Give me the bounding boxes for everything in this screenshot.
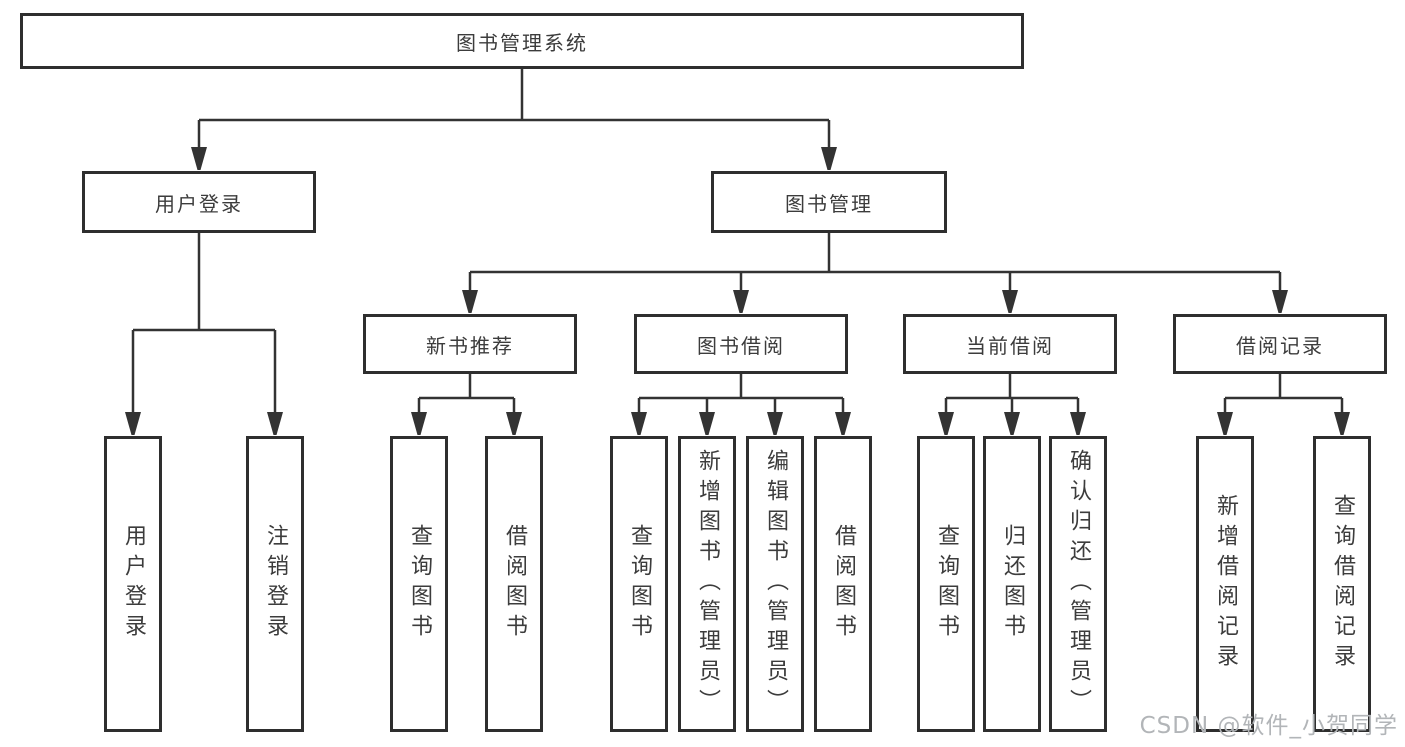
node-label: 用户登录 bbox=[155, 191, 243, 216]
node-leaf-logout: 注销登录 bbox=[246, 436, 304, 732]
node-book-borrowing: 图书借阅 bbox=[634, 314, 848, 374]
node-borrow-records: 借阅记录 bbox=[1173, 314, 1387, 374]
node-label: 新书推荐 bbox=[426, 333, 514, 358]
node-label: 编辑图书（管理员） bbox=[763, 449, 788, 719]
node-label: 查询借阅记录 bbox=[1330, 494, 1355, 674]
node-leaf-query-books-current: 查询图书 bbox=[917, 436, 975, 732]
node-label: 查询图书 bbox=[934, 524, 959, 644]
node-leaf-borrow-books-recommend: 借阅图书 bbox=[485, 436, 543, 732]
node-label: 查询图书 bbox=[407, 524, 432, 644]
node-root-library-system: 图书管理系统 bbox=[20, 13, 1024, 69]
node-leaf-query-books-recommend: 查询图书 bbox=[390, 436, 448, 732]
node-book-management: 图书管理 bbox=[711, 171, 947, 233]
node-leaf-user-login: 用户登录 bbox=[104, 436, 162, 732]
node-leaf-query-books-borrowing: 查询图书 bbox=[610, 436, 668, 732]
node-leaf-edit-books-admin: 编辑图书（管理员） bbox=[746, 436, 804, 732]
node-label: 注销登录 bbox=[263, 524, 288, 644]
node-leaf-confirm-return-admin: 确认归还（管理员） bbox=[1049, 436, 1107, 732]
node-leaf-borrow-books-borrowing: 借阅图书 bbox=[814, 436, 872, 732]
csdn-watermark: CSDN @软件_小贺同学 bbox=[1139, 713, 1398, 739]
node-label: 图书管理系统 bbox=[456, 30, 588, 55]
node-label: 图书借阅 bbox=[697, 333, 785, 358]
node-current-borrowing: 当前借阅 bbox=[903, 314, 1117, 374]
node-label: 查询图书 bbox=[627, 524, 652, 644]
node-label: 新增借阅记录 bbox=[1213, 494, 1238, 674]
node-label: 用户登录 bbox=[121, 524, 146, 644]
node-leaf-add-borrow-record: 新增借阅记录 bbox=[1196, 436, 1254, 732]
node-leaf-add-books-admin: 新增图书（管理员） bbox=[678, 436, 736, 732]
node-leaf-return-books: 归还图书 bbox=[983, 436, 1041, 732]
node-label: 借阅图书 bbox=[502, 524, 527, 644]
node-label: 图书管理 bbox=[785, 191, 873, 216]
node-leaf-query-borrow-record: 查询借阅记录 bbox=[1313, 436, 1371, 732]
node-label: 新增图书（管理员） bbox=[695, 449, 720, 719]
node-label: 当前借阅 bbox=[966, 333, 1054, 358]
node-label: 借阅图书 bbox=[831, 524, 856, 644]
node-label: 确认归还（管理员） bbox=[1066, 449, 1091, 719]
node-label: 归还图书 bbox=[1000, 524, 1025, 644]
node-label: 借阅记录 bbox=[1236, 333, 1324, 358]
node-new-book-recommend: 新书推荐 bbox=[363, 314, 577, 374]
node-user-login: 用户登录 bbox=[82, 171, 316, 233]
